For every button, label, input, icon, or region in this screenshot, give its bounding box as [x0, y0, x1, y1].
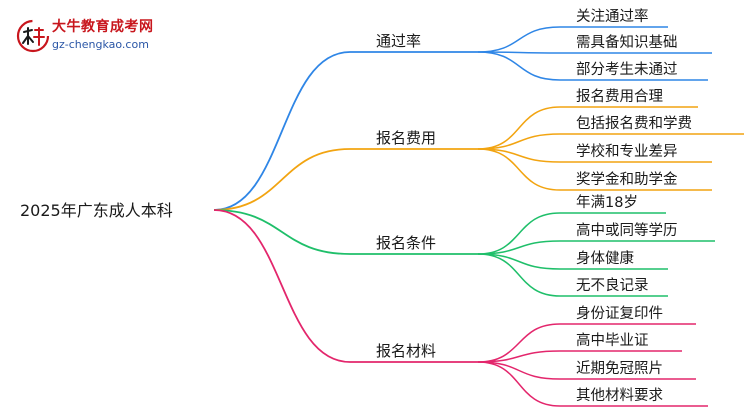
branch-3-leaf-3-link: [477, 361, 561, 407]
branch-2-leaf-2-link: [477, 253, 561, 270]
branch-0-leaf-1-link: [477, 51, 561, 54]
branch-1-leaf-1-label: 包括报名费和学费: [576, 115, 692, 132]
branch-3-leaf-1-link: [477, 350, 561, 363]
branch-3-leaf-0-link: [477, 323, 561, 363]
branch-2-leaf-3-link: [477, 253, 561, 297]
branch-0-leaf-1-label: 需具备知识基础: [576, 34, 678, 51]
branch-3-leaf-0-label: 身份证复印件: [576, 304, 663, 322]
branch-2-leaf-2-label: 身体健康: [576, 250, 634, 267]
branch-3-leaf-2-link: [477, 361, 561, 380]
branch-0-leaf-2-label: 部分考生未通过: [576, 61, 678, 78]
site-logo: 大牛教育成考网 gz-chengkao.com: [16, 16, 166, 56]
branch-3-label: 报名材料: [376, 342, 436, 360]
root-node-label: 2025年广东成人本科: [20, 201, 173, 220]
branch-1-leaf-1-link: [477, 133, 561, 150]
branch-2-leaf-0-link: [477, 212, 561, 255]
branch-2-label: 报名条件: [376, 234, 436, 252]
branch-0-link: [213, 51, 351, 211]
branch-2-leaf-0-label: 年满18岁: [576, 194, 638, 211]
branch-3-leaf-3-label: 其他材料要求: [576, 387, 663, 404]
branch-2-leaf-1-link: [477, 240, 561, 255]
branch-0-leaf-0-link: [477, 26, 561, 53]
branch-1-leaf-3-link: [477, 148, 561, 191]
branch-1-leaf-3-label: 奖学金和助学金: [576, 171, 678, 188]
branch-1-leaf-0-label: 报名费用合理: [576, 88, 663, 105]
branch-2-leaf-3-label: 无不良记录: [576, 277, 649, 294]
branch-1-label: 报名费用: [376, 129, 436, 147]
branch-2-link: [213, 209, 351, 255]
branch-3-link: [213, 209, 351, 363]
logo-title: 大牛教育成考网: [52, 19, 154, 35]
branch-1-link: [213, 148, 351, 211]
logo-mark-icon: [16, 19, 50, 53]
branch-1-leaf-2-link: [477, 148, 561, 163]
branch-0-label: 通过率: [376, 32, 421, 50]
branch-2-leaf-1-label: 高中或同等学历: [576, 221, 678, 239]
logo-url: gz-chengkao.com: [52, 38, 149, 51]
branch-0-leaf-0-label: 关注通过率: [576, 8, 649, 25]
branch-0-leaf-2-link: [477, 51, 561, 81]
branch-1-leaf-0-link: [477, 106, 561, 150]
mind-map-links: [213, 26, 744, 407]
branch-3-leaf-2-label: 近期免冠照片: [576, 360, 663, 377]
branch-1-leaf-2-label: 学校和专业差异: [576, 143, 678, 160]
branch-3-leaf-1-label: 高中毕业证: [576, 332, 649, 349]
